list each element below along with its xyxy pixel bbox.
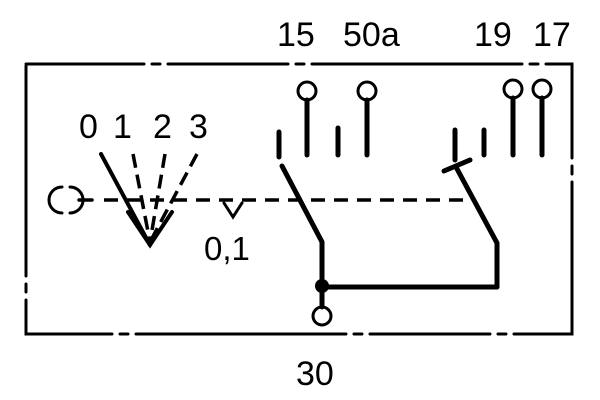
- detent-notch-icon: [222, 201, 244, 220]
- position-2-line: [148, 153, 167, 243]
- position-1-line: [131, 153, 152, 243]
- terminal-19: [502, 78, 524, 158]
- terminal-label-30: 30: [296, 355, 334, 393]
- terminal-label-17: 17: [533, 16, 571, 54]
- terminal-label-15: 15: [277, 16, 315, 54]
- switch-blade-left: [279, 163, 325, 290]
- terminal-30: [311, 305, 333, 327]
- terminal-15: [296, 80, 318, 158]
- position-label-2: 2: [153, 108, 172, 146]
- switch-blade-right: [441, 157, 500, 290]
- detent-label: 0,1: [204, 230, 250, 267]
- housing-border: [24, 62, 574, 336]
- position-label-3: 3: [189, 108, 208, 146]
- position-3-line: [148, 153, 199, 243]
- terminal-label-19: 19: [474, 16, 512, 54]
- position-fan: [99, 152, 199, 249]
- junction-dot: [315, 279, 329, 293]
- position-label-0: 0: [79, 108, 98, 146]
- terminal-label-50a: 50a: [343, 16, 400, 54]
- position-label-1: 1: [113, 108, 132, 146]
- terminal-50a: [356, 80, 378, 158]
- terminal-17: [531, 78, 553, 158]
